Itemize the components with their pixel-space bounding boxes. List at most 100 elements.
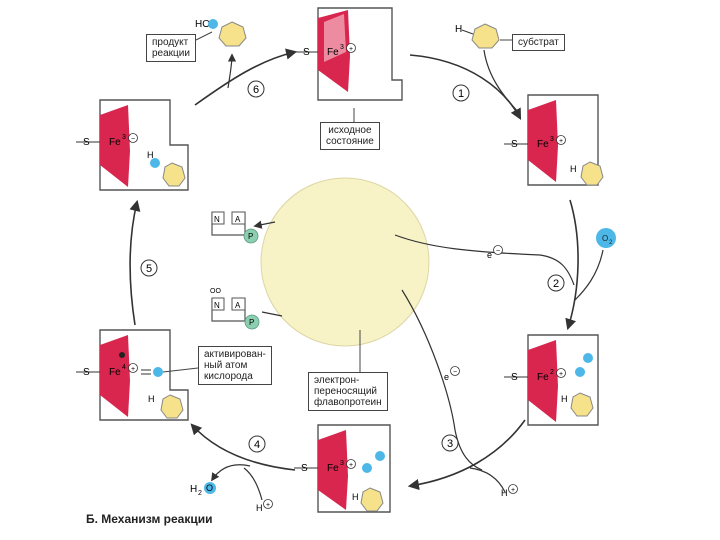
activated-oxygen-callout-leader [162,367,199,373]
heme-state-initial: S Fe 3 + [296,7,403,101]
svg-text:Fe: Fe [109,367,121,378]
svg-text:−: − [496,248,500,255]
svg-text:+: + [131,366,135,373]
activated-oxygen-callout: активирован- ный атом кислорода [198,346,272,385]
svg-text:H: H [147,150,154,160]
svg-text:+: + [266,502,270,509]
svg-text:H: H [455,24,462,35]
svg-text:4: 4 [254,439,260,451]
step6-arrow [194,48,298,106]
proton-entry-arrow-4 [243,467,263,501]
svg-text:H: H [256,503,263,513]
svg-text:6: 6 [253,84,259,96]
step-number-6: 6 [247,80,265,98]
flavoprotein-line-1: электрон- [314,375,360,386]
svg-text:A: A [235,215,241,224]
svg-text:3: 3 [122,134,126,141]
svg-text:H: H [190,484,197,495]
svg-text:H: H [561,394,568,404]
heme-state-5: S Fe 3 − H [76,99,189,191]
svg-text:H: H [148,394,155,404]
svg-text:S: S [511,139,518,150]
svg-text:H: H [352,492,359,502]
svg-text:3: 3 [447,438,453,450]
svg-text:N: N [214,215,220,224]
step-number-3: 3 [441,434,459,452]
heme-state-3: S Fe 3 + H [294,424,391,513]
svg-text:Fe: Fe [537,139,549,150]
svg-text:S: S [83,137,90,148]
flavin-oxidized: N A P [211,211,259,244]
svg-text:3: 3 [550,136,554,143]
svg-text:−: − [453,369,457,376]
svg-text:H: H [501,488,508,498]
product-molecule: HO [195,19,247,47]
step-number-5: 5 [140,259,158,277]
svg-text:e: e [444,372,449,382]
svg-text:2: 2 [553,278,559,290]
svg-text:P: P [249,318,254,327]
svg-text:A: A [235,301,241,310]
substrate-entry-arrow [483,49,521,115]
svg-text:1: 1 [458,88,464,100]
proton-label-step3: H + [501,484,518,498]
svg-text:Fe: Fe [537,372,549,383]
oxygen-molecule: O 2 [596,228,616,248]
svg-text:H: H [570,164,577,174]
flavin-arrow-reduced [261,311,283,317]
figure-caption: Б. Механизм реакции [86,512,213,526]
substrate-molecule: H [455,23,500,49]
step-number-4: 4 [248,435,266,453]
proton-entry-arrow-3 [469,467,506,493]
step1-arrow [409,54,522,120]
step5-arrow [129,199,141,326]
flavoprotein-line-2: переносящий [314,386,377,397]
svg-text:S: S [83,367,90,378]
flavin-arrow-oxidized [253,220,276,229]
heme-state-2: S Fe 2 + H [504,334,599,426]
svg-text:O: O [602,234,608,243]
svg-text:4: 4 [122,364,126,371]
svg-text:HO: HO [195,19,210,30]
svg-text:3: 3 [340,44,344,51]
step3-arrow [407,419,526,491]
activated-oxygen-line-1: активирован- [204,349,266,360]
step-number-2: 2 [547,274,565,292]
substrate-callout-text: субстрат [518,37,559,48]
product-callout: продукт реакции [146,34,196,62]
svg-text:3: 3 [340,460,344,467]
svg-text:−: − [131,136,135,143]
water-release-arrow [211,464,251,482]
initial-state-callout: исходное состояние [320,122,380,150]
product-release-arrow [227,53,237,89]
svg-text:2: 2 [609,240,613,246]
product-callout-line-1: продукт [152,37,189,48]
svg-text:+: + [559,138,563,145]
activated-oxygen-line-2: ный атом [204,360,248,371]
proton-label-step4: H + [256,499,273,513]
svg-text:2: 2 [550,369,554,376]
step2-arrow [565,199,579,331]
svg-text:S: S [301,463,308,474]
svg-text:+: + [511,487,515,494]
svg-text:+: + [559,371,563,378]
electron-transfer-arrow-2 [401,289,483,471]
electron-label-2: e − [444,366,460,382]
svg-text:P: P [248,232,253,241]
flavoprotein-line-3: флавопротеин [314,397,382,408]
initial-state-line-2: состояние [326,136,374,147]
svg-text:S: S [303,47,310,58]
heme-state-4: S Fe 4 + H [76,329,189,421]
flavoprotein-circle [260,177,430,347]
flavoprotein-callout: электрон- переносящий флавопротеин [308,372,388,411]
substrate-callout: субстрат [512,34,565,51]
svg-text:Fe: Fe [109,137,121,148]
product-callout-leader [195,31,213,41]
svg-text:S: S [511,372,518,383]
svg-text:OO: OO [210,288,221,295]
electron-label-1: e − [487,245,503,260]
heme-state-1: S Fe 3 + H [504,94,604,186]
flavin-reduced: OO N A P [210,288,260,330]
activated-oxygen-line-3: кислорода [204,371,253,382]
